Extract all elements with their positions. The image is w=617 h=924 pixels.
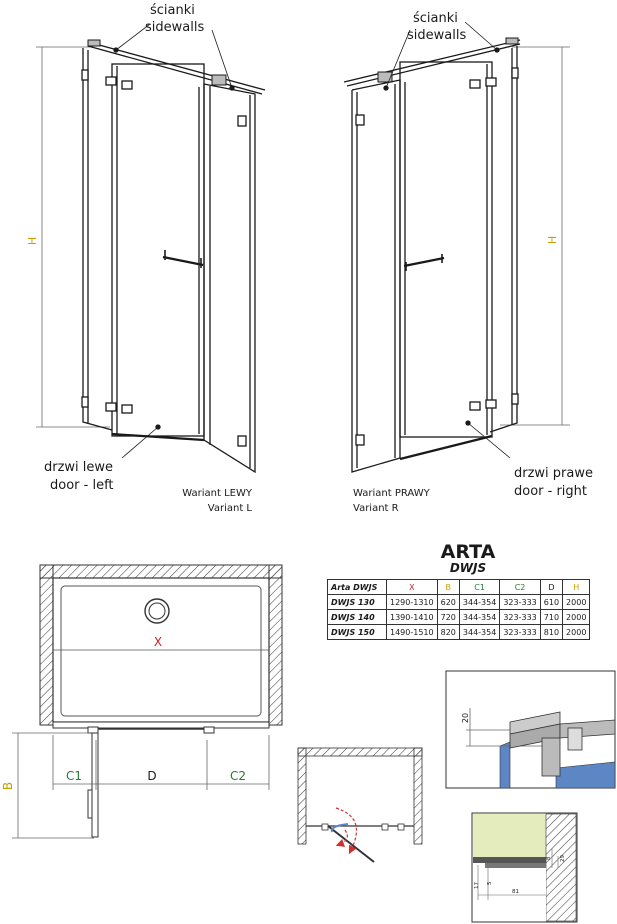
height-dimension-right xyxy=(500,46,570,426)
variant-right-drawing xyxy=(343,21,570,473)
right-sidewalls-label-pl: ścianki xyxy=(413,11,458,26)
header-model: Arta DWJS xyxy=(327,579,387,595)
product-model: DWJS xyxy=(450,561,486,575)
plan-labels: X B C1 D C2 xyxy=(1,635,246,790)
door-right-label-en: door - right xyxy=(514,484,587,499)
door-left-label-pl: drzwi lewe xyxy=(44,460,113,475)
detail-dim-8: 8 xyxy=(546,856,552,860)
detail-bottom-dims: 29 8 5 81 17 xyxy=(474,855,566,895)
variant-right-label-pl: Wariant PRAWY xyxy=(353,488,431,499)
plan-b-label: B xyxy=(1,782,15,790)
table-row: DWJS 140 1390-1410 720 344-354 323-333 7… xyxy=(327,609,591,625)
spec-table: Arta DWJS X B C1 C2 D H DWJS 130 1290-13… xyxy=(327,579,591,640)
left-sidewalls-label-en: sidewalls xyxy=(145,20,204,35)
header-c1: C1 xyxy=(458,579,501,595)
detail-top-dim: 20 xyxy=(461,713,470,723)
detail-bottom-section xyxy=(471,812,578,923)
variant-labels: Wariant LEWY Variant L Wariant PRAWY Var… xyxy=(182,488,430,514)
plan-x-label: X xyxy=(154,635,162,649)
right-sidewalls-label-en: sidewalls xyxy=(407,28,466,43)
detail-dim-5: 5 xyxy=(487,881,493,885)
spec-table-header: Arta DWJS X B C1 C2 D H xyxy=(327,579,591,595)
door-right-label-pl: drzwi prawe xyxy=(514,466,593,481)
table-row: DWJS 130 1290-1310 620 344-354 323-333 6… xyxy=(327,594,591,610)
height-dimension-left xyxy=(36,46,110,428)
plan-c2-label: C2 xyxy=(230,769,246,783)
plan-d-label: D xyxy=(147,769,156,783)
variant-right-label-en: Variant R xyxy=(353,503,399,514)
detail-dim-81: 81 xyxy=(512,889,519,895)
left-sidewalls-label-pl: ścianki xyxy=(150,3,195,18)
table-row: DWJS 150 1490-1510 820 344-354 323-333 8… xyxy=(327,624,591,640)
detail-dim-17: 17 xyxy=(474,882,480,889)
detail-top-bracket xyxy=(445,670,616,789)
variant-left-label-en: Variant L xyxy=(208,503,253,514)
detail-dim-29: 29 xyxy=(560,855,566,862)
header-h: H xyxy=(562,579,591,595)
header-c2: C2 xyxy=(499,579,541,595)
variant-left-drawing xyxy=(36,23,266,474)
header-d: D xyxy=(539,579,564,595)
top-labels: ścianki sidewalls ścianki sidewalls drzw… xyxy=(44,3,593,499)
height-label-right: H xyxy=(546,236,559,244)
height-label-left: H xyxy=(26,237,39,245)
variant-left-label-pl: Wariant LEWY xyxy=(182,488,253,499)
opening-schematic xyxy=(297,747,423,863)
product-name: ARTA xyxy=(441,541,496,563)
header-b: B xyxy=(436,579,460,595)
plan-c1-label: C1 xyxy=(66,769,82,783)
plan-view xyxy=(12,564,283,839)
header-x: X xyxy=(386,579,438,595)
door-left-label-en: door - left xyxy=(50,478,114,493)
